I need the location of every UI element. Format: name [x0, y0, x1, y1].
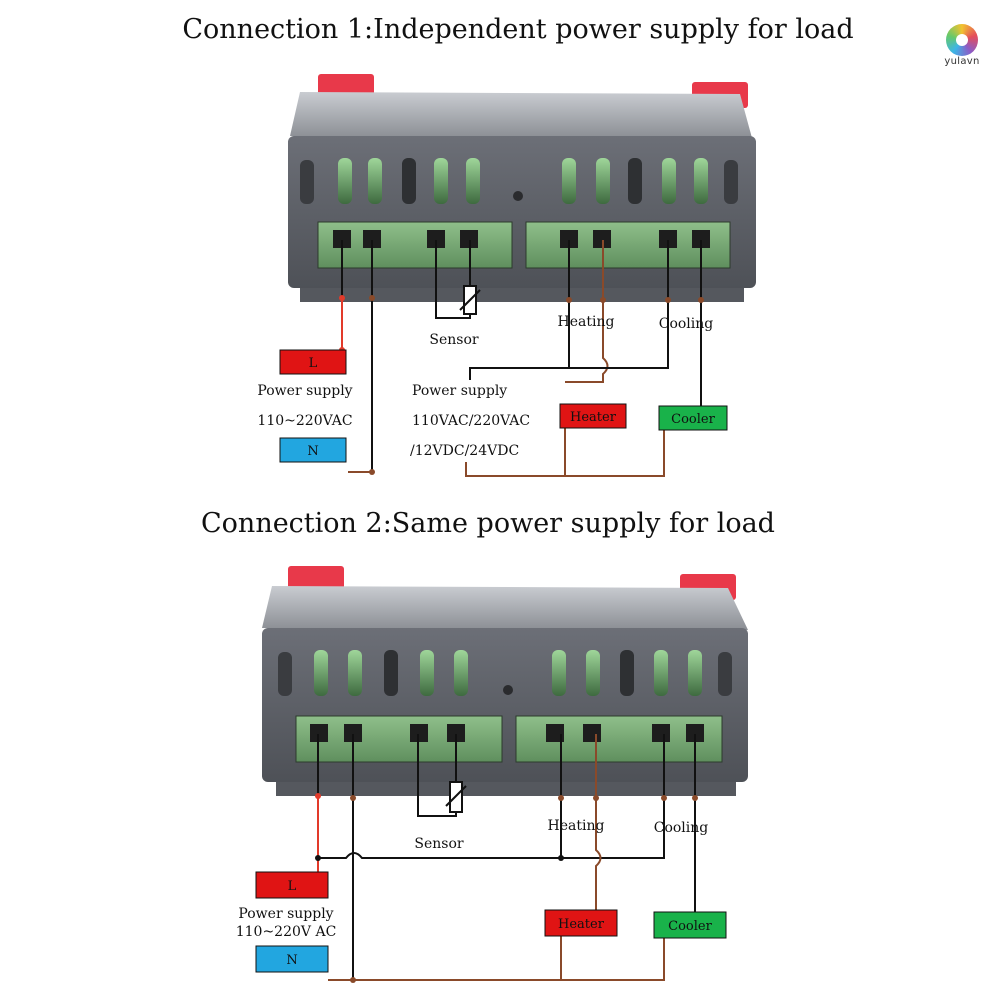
cooler-label: Cooler [671, 412, 715, 427]
cooling-label: Cooling [659, 316, 714, 332]
load-power-supply-label: Power supply [412, 383, 507, 399]
controller-top [262, 586, 748, 630]
live-terminal-box [255, 871, 329, 899]
mount-clip-left [288, 566, 344, 592]
neutral-terminal-box [279, 437, 347, 463]
controller-top [290, 92, 752, 138]
controller-base [300, 288, 744, 302]
vent-slots [300, 158, 738, 204]
neutral-terminal-box [255, 945, 329, 973]
neutral-label: N [286, 953, 297, 968]
neutral-label: N [307, 444, 318, 459]
labels-2: L Power supply 110~220V AC N Sensor Heat… [236, 818, 727, 973]
controller-unit-2 [262, 566, 748, 796]
sensor-label: Sensor [414, 836, 464, 852]
terminal-block [317, 221, 731, 269]
heater-label: Heater [558, 917, 605, 932]
diagram-1: Connection 1:Independent power supply fo… [182, 14, 854, 477]
live-label: L [288, 879, 297, 894]
wiring-1 [339, 240, 704, 477]
sensor-label: Sensor [429, 332, 479, 348]
controller-unit-1 [288, 74, 756, 302]
brand-logo-icon [946, 24, 978, 56]
controller-base [276, 782, 736, 796]
labels-1: L Power supply 110~220VAC N Sensor Heati… [257, 314, 728, 463]
vent-slots [278, 650, 732, 696]
wiring-2 [315, 734, 698, 983]
heater-box [544, 909, 618, 937]
power-supply-label: Power supply [257, 383, 352, 399]
terminal-block [295, 715, 723, 763]
live-terminal-box [279, 349, 347, 375]
heating-label: Heating [558, 314, 615, 330]
load-voltage-label-1: 110VAC/220VAC [412, 413, 530, 429]
load-voltage-label-2: /12VDC/24VDC [410, 443, 519, 459]
brand-name: yulavn [944, 56, 980, 67]
cooler-box [653, 911, 727, 939]
diagram-1-title: Connection 1:Independent power supply fo… [182, 14, 853, 45]
cooler-box [658, 405, 728, 431]
diagram-2: Connection 2:Same power supply for load [201, 508, 775, 983]
heater-label: Heater [570, 410, 617, 425]
heating-label: Heating [548, 818, 605, 834]
brand-logo: yulavn [938, 24, 986, 67]
power-supply-label: Power supply [238, 906, 333, 922]
live-label: L [309, 356, 318, 371]
heater-box [559, 403, 627, 429]
cooler-label: Cooler [668, 919, 712, 934]
diagram-2-title: Connection 2:Same power supply for load [201, 508, 775, 539]
voltage-label: 110~220VAC [257, 413, 352, 429]
cooling-label: Cooling [654, 820, 709, 836]
voltage-label: 110~220V AC [236, 924, 337, 940]
